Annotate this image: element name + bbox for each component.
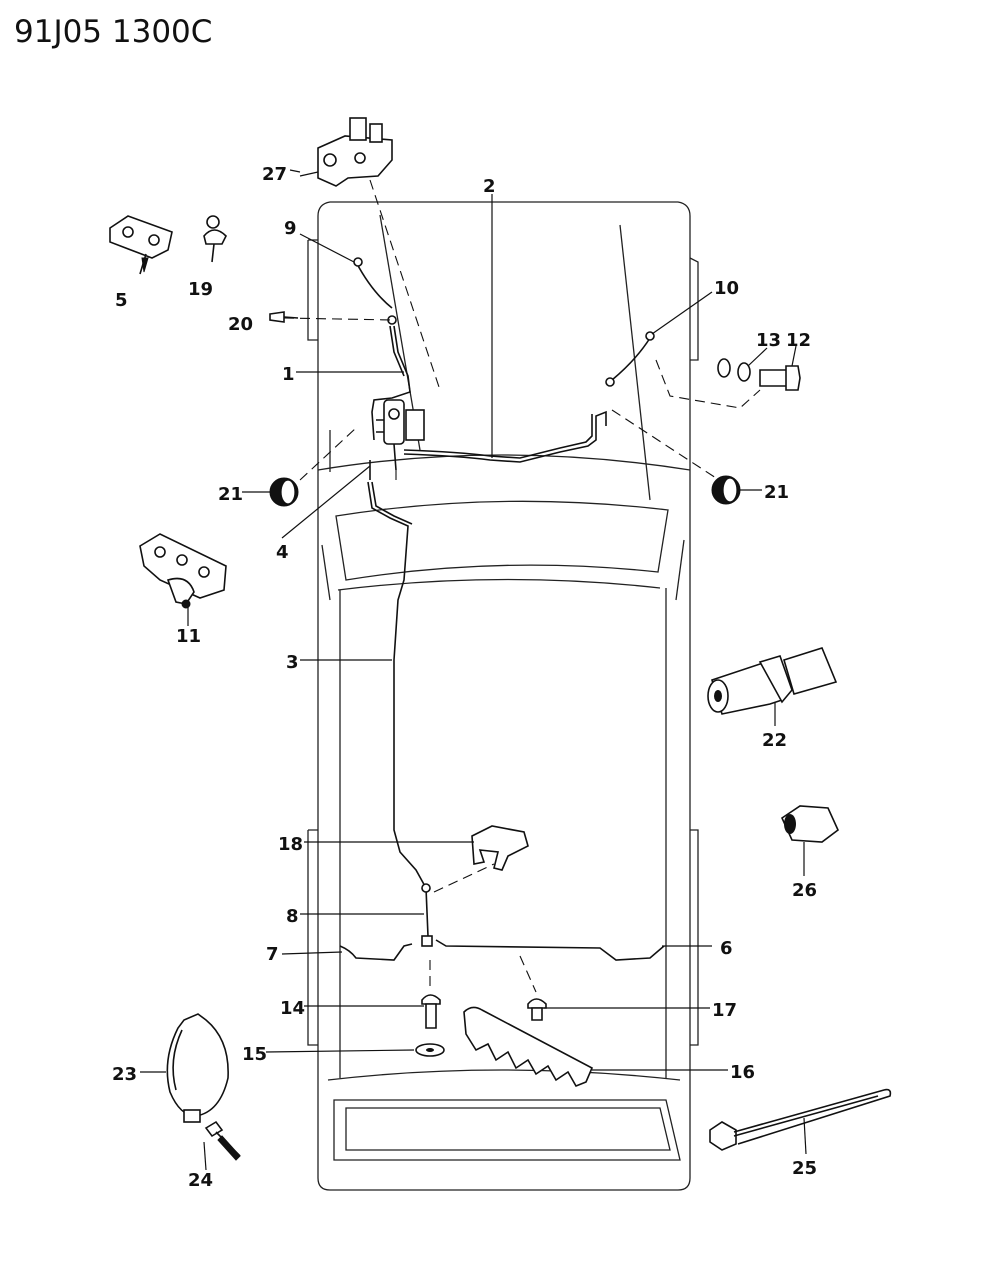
coupling-part-26	[780, 805, 839, 843]
brake-hose-part-8	[421, 883, 433, 947]
brake-line-part-2	[403, 410, 607, 463]
callout-12: 12	[786, 330, 811, 351]
callout-13: 13	[756, 330, 781, 351]
callout-4: 4	[276, 542, 289, 563]
brake-hose-part-10	[605, 331, 655, 387]
callout-27: 27	[262, 164, 287, 185]
callout-14: 14	[280, 998, 305, 1019]
callout-2: 2	[483, 176, 496, 197]
brake-line-part-7	[339, 943, 413, 961]
bolt-part-17	[527, 998, 547, 1021]
callout-8: 8	[286, 906, 299, 927]
callout-15: 15	[242, 1044, 267, 1065]
grommet-left-part-21	[269, 477, 299, 507]
hose-clamp-part-23	[166, 1013, 229, 1123]
brake-line-part-6	[435, 939, 665, 961]
grommet-right-part-21	[711, 475, 741, 505]
callout-16: 16	[730, 1062, 755, 1083]
callout-7: 7	[266, 944, 279, 965]
combination-valve	[299, 117, 393, 187]
callout-20: 20	[228, 314, 253, 335]
callout-26: 26	[792, 880, 817, 901]
callout-23: 23	[112, 1064, 137, 1085]
callout-6: 6	[720, 938, 733, 959]
callout-1: 1	[282, 364, 295, 385]
callout-21-left: 21	[218, 484, 243, 505]
callout-11: 11	[176, 626, 201, 647]
bracket-part-18	[471, 825, 529, 871]
brake-hose-part-9	[353, 257, 397, 325]
callout-18: 18	[278, 834, 303, 855]
bolt-part-14	[421, 994, 441, 1029]
callout-labels: 27 2 9 5 19 10 13 12 20 1 21 21 4 11 3 2…	[112, 164, 817, 1191]
push-pin-part-19	[203, 215, 227, 263]
screw-part-24	[204, 1120, 241, 1161]
heat-shield-part-16	[463, 1006, 594, 1088]
leader-lines	[140, 169, 807, 1171]
brake-line-part-3	[367, 481, 427, 889]
dashed-connections	[283, 179, 761, 993]
callout-9: 9	[284, 218, 297, 239]
callout-10: 10	[714, 278, 739, 299]
cable-tie-part-25	[709, 1088, 892, 1151]
brake-line-part-1	[371, 325, 411, 441]
banjo-bolt-part-12	[759, 365, 801, 391]
washers-part-13	[717, 358, 751, 382]
callout-17: 17	[712, 1000, 737, 1021]
callout-25: 25	[792, 1158, 817, 1179]
callout-3: 3	[286, 652, 299, 673]
diagram-code: 91J05 1300C	[14, 14, 213, 50]
clip-part-5	[109, 215, 173, 275]
callout-21-right: 21	[764, 482, 789, 503]
washer-part-15	[415, 1043, 445, 1057]
callout-24: 24	[188, 1170, 213, 1191]
union-fitting-part-22	[707, 647, 838, 715]
master-cylinder	[376, 399, 425, 471]
screw-part-20	[269, 311, 299, 323]
clip-part-11	[139, 533, 227, 609]
callout-19: 19	[188, 279, 213, 300]
callout-22: 22	[762, 730, 787, 751]
callout-5: 5	[115, 290, 128, 311]
